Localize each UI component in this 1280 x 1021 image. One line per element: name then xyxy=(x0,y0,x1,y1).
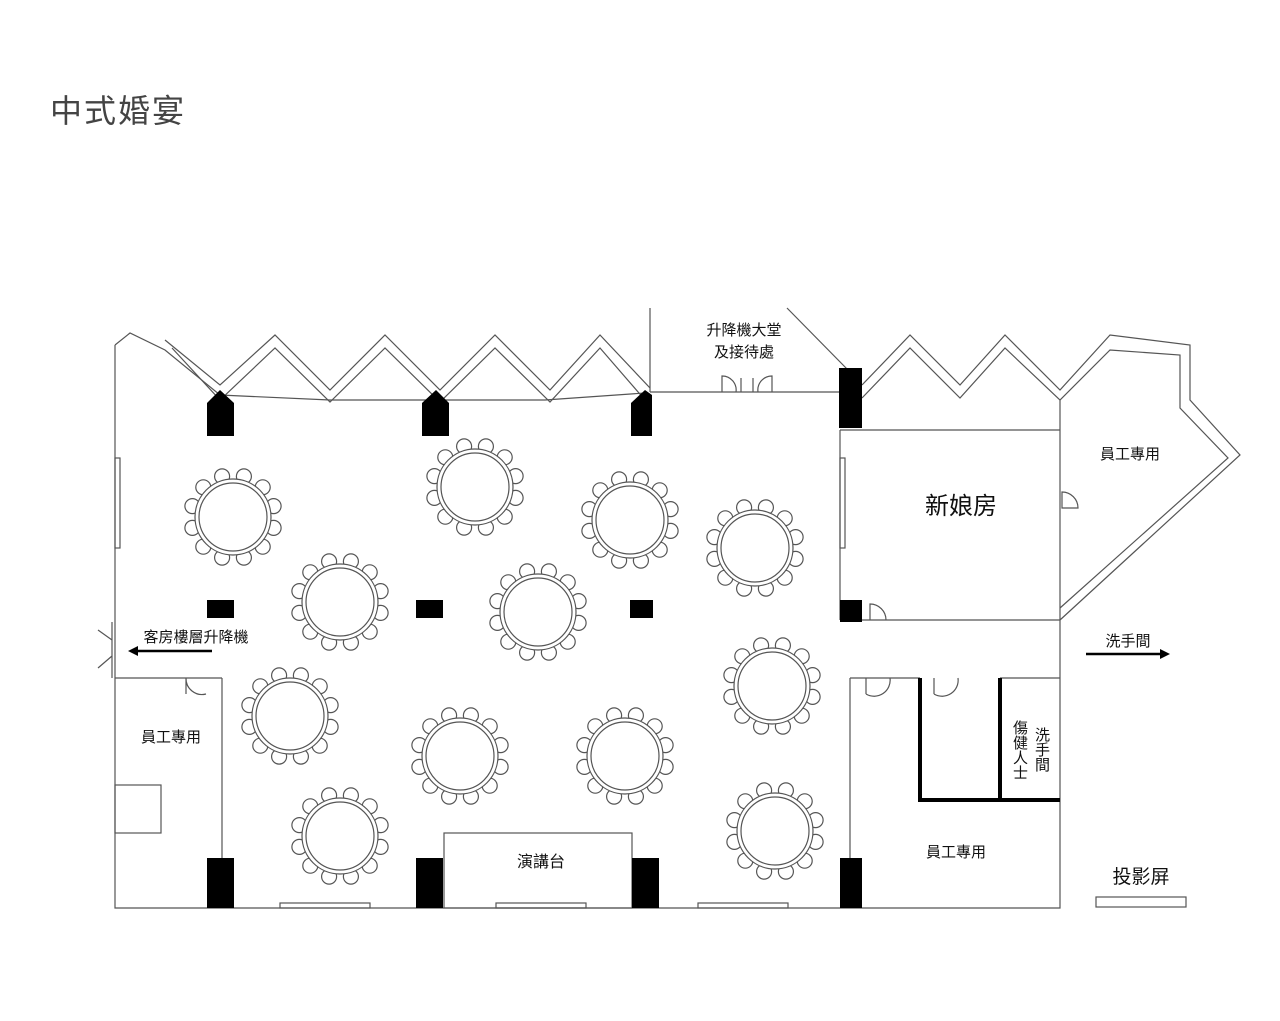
table xyxy=(726,782,824,880)
table xyxy=(291,553,389,651)
pillars xyxy=(207,368,862,908)
table-inner xyxy=(590,721,660,791)
table xyxy=(723,637,821,735)
table-inner xyxy=(198,482,268,552)
label-bridal-room: 新娘房 xyxy=(925,492,997,520)
table-inner xyxy=(305,567,375,637)
label-staff-only-left: 員工專用 xyxy=(141,728,201,746)
table xyxy=(576,707,674,805)
zigzag-wall-left xyxy=(114,332,646,401)
label-lift-lobby-line2: 及接待處 xyxy=(714,343,774,361)
table-inner xyxy=(740,796,810,866)
table xyxy=(489,563,587,661)
table xyxy=(581,471,679,569)
label-staff-only-bottom-right: 員工專用 xyxy=(926,843,986,861)
table xyxy=(291,787,389,885)
table-inner xyxy=(425,721,495,791)
label-podium: 演講台 xyxy=(517,852,565,871)
page-title: 中式婚宴 xyxy=(50,92,187,130)
label-accessible-toilet-line1: 傷健人士 xyxy=(1011,720,1029,780)
table-inner xyxy=(737,651,807,721)
label-accessible-toilet-line2: 洗手間 xyxy=(1033,727,1051,773)
label-lift-lobby-line1: 升降機大堂 xyxy=(706,321,781,339)
table xyxy=(241,667,339,765)
table-inner xyxy=(255,681,325,751)
label-washroom: 洗手間 xyxy=(1105,632,1150,650)
table-inner xyxy=(503,577,573,647)
table-inner xyxy=(440,452,510,522)
round-tables xyxy=(184,438,824,885)
label-projector-screen: 投影屏 xyxy=(1112,866,1169,888)
table-inner xyxy=(305,801,375,871)
label-guest-lift: 客房樓層升降機 xyxy=(143,628,248,646)
table xyxy=(411,707,509,805)
table-inner xyxy=(720,513,790,583)
outer-wall xyxy=(114,345,1061,909)
table xyxy=(184,468,282,566)
label-staff-only-top-right: 員工專用 xyxy=(1100,445,1160,463)
table xyxy=(426,438,524,536)
table xyxy=(706,499,804,597)
table-inner xyxy=(595,485,665,555)
